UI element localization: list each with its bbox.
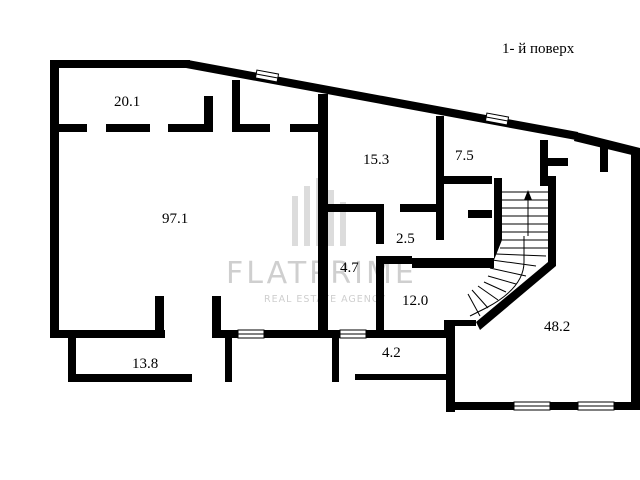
room-area-label: 13.8 <box>132 356 158 372</box>
room-area-label: 97.1 <box>162 211 188 227</box>
window-top-2 <box>484 112 510 126</box>
window-bottom-4 <box>577 401 615 411</box>
window-top-1 <box>254 69 280 83</box>
room-labels: 20.1 97.1 13.8 15.3 7.5 2.5 4.7 12.0 4.2… <box>114 94 570 372</box>
room-area-label: 7.5 <box>455 148 474 164</box>
room-area-label: 2.5 <box>396 231 415 247</box>
interior-walls <box>59 80 608 338</box>
window-bottom-1 <box>237 329 265 339</box>
window-bottom-3 <box>513 401 551 411</box>
stair-arrow-up-icon <box>524 190 532 236</box>
room-area-label: 48.2 <box>544 319 570 335</box>
room-area-label: 20.1 <box>114 94 140 110</box>
room-area-label: 12.0 <box>402 293 428 309</box>
staircase <box>467 190 548 317</box>
floor-title: 1- й поверх <box>502 41 575 57</box>
room-area-label: 4.7 <box>340 260 359 276</box>
room-area-label: 15.3 <box>363 152 389 168</box>
windows <box>237 69 615 411</box>
window-bottom-2 <box>339 329 367 339</box>
room-area-label: 4.2 <box>382 345 401 361</box>
